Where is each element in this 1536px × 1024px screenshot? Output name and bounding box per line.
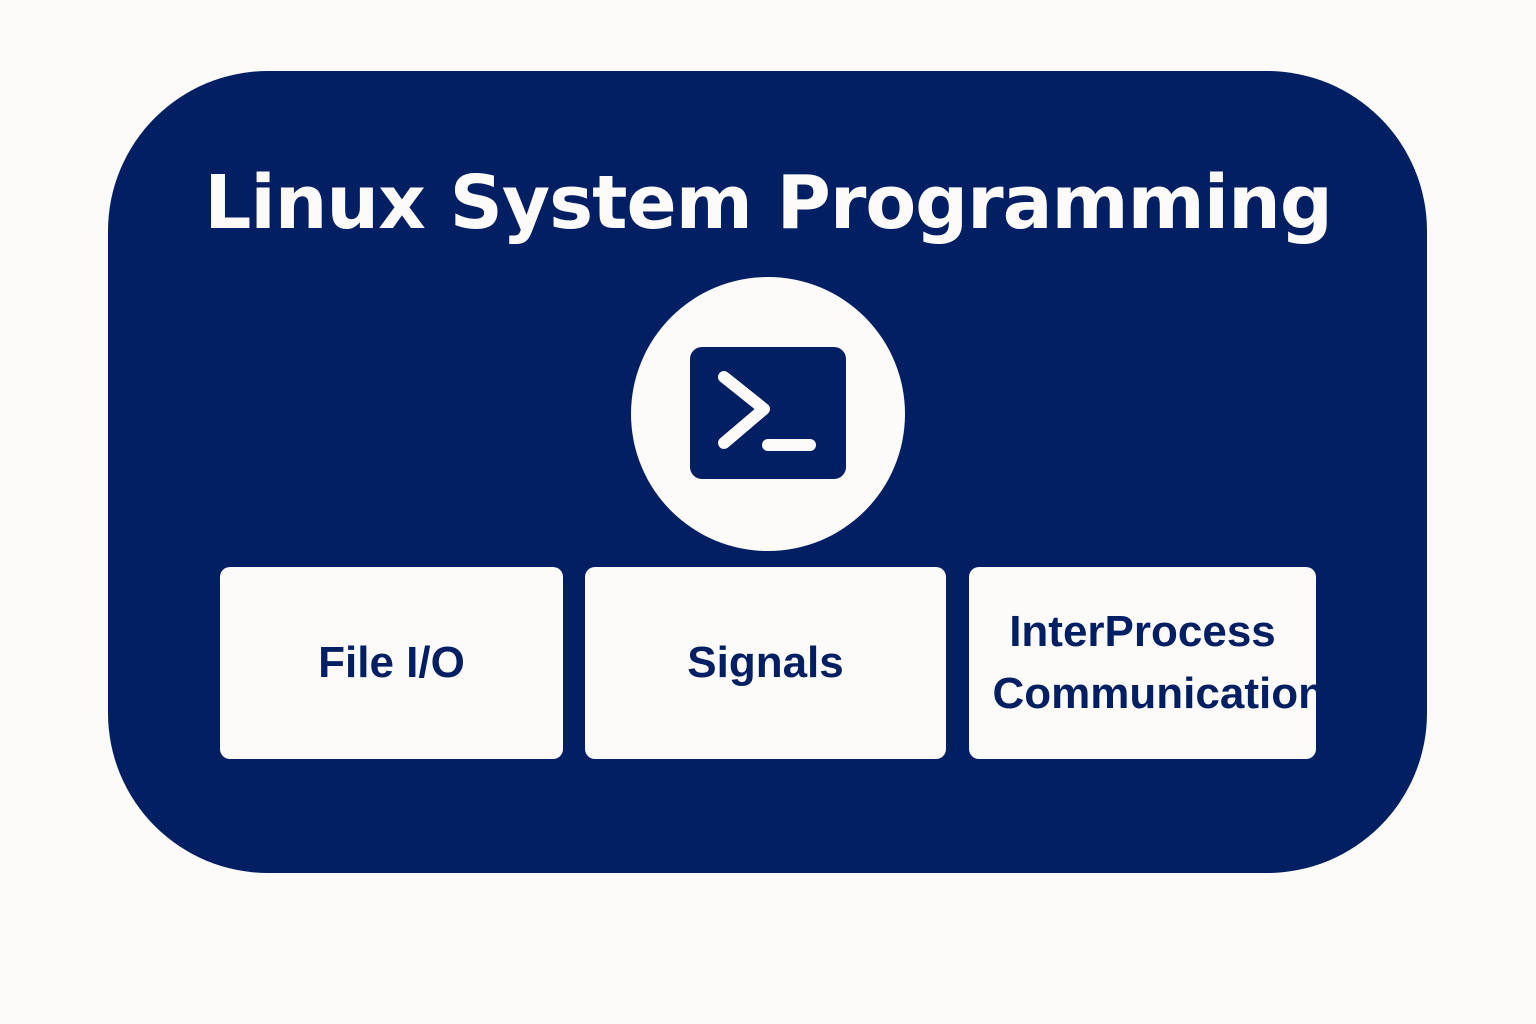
topic-card-ipc: InterProcess Communication <box>969 567 1325 759</box>
topic-label: Signals <box>687 638 844 687</box>
topic-card-signals: Signals <box>585 567 946 759</box>
terminal-prompt-icon <box>690 347 846 479</box>
diagram-title: Linux System Programming <box>204 160 1333 246</box>
topic-card-file-io: File I/O <box>220 567 563 759</box>
topic-label: File I/O <box>318 638 465 687</box>
topic-label: InterProcess Communication <box>992 607 1325 718</box>
terminal-prompt-glyph <box>718 371 816 451</box>
